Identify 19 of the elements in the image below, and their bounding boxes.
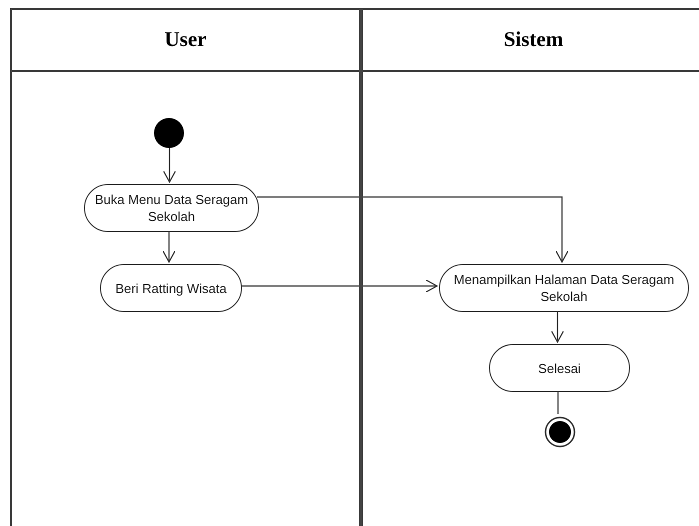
action-label: Selesai xyxy=(538,360,581,376)
swimlane xyxy=(10,8,361,526)
action-label: Menampilkan Halaman Data Seragam Sekolah xyxy=(452,271,676,305)
action-node xyxy=(100,264,242,312)
start-node xyxy=(154,118,184,148)
lane-header: User xyxy=(164,26,206,54)
action-node xyxy=(489,344,630,392)
arrow xyxy=(240,279,438,293)
action-node xyxy=(439,264,689,312)
arrow xyxy=(550,310,564,343)
action-node xyxy=(84,184,259,232)
action-label: Beri Ratting Wisata xyxy=(115,280,227,296)
end-node xyxy=(544,416,576,448)
swimlane xyxy=(361,8,699,526)
arrow xyxy=(257,196,569,263)
action-label: Buka Menu Data Seragam Sekolah xyxy=(94,191,250,225)
lane-header: Sistem xyxy=(504,26,564,54)
arrow xyxy=(162,146,176,183)
arrow xyxy=(162,230,176,263)
